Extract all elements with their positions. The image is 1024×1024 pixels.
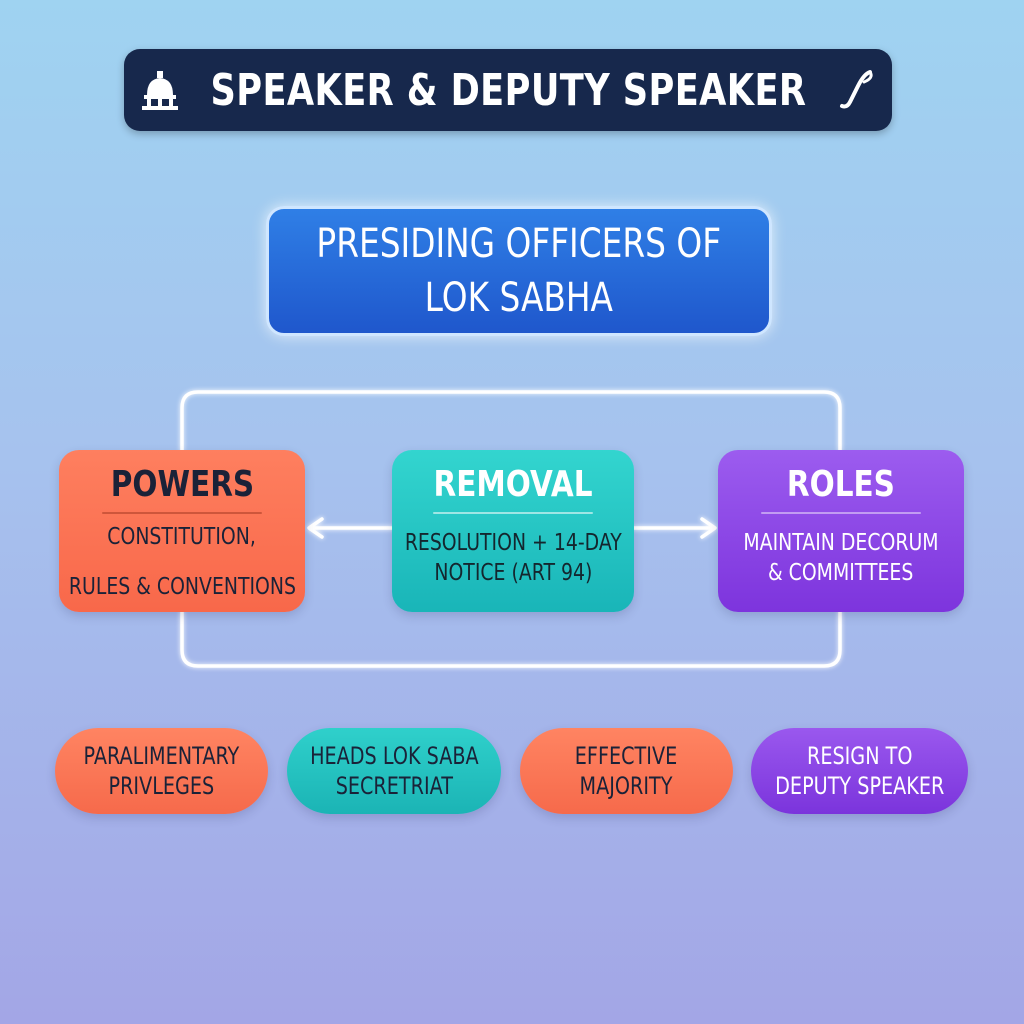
powers-card-line-1: CONSTITUTION, [107, 524, 257, 550]
roles-card: ROLES MAINTAIN DECORUM & COMMITTEES [718, 450, 964, 612]
pill-line-2: MAJORITY [580, 772, 673, 800]
pill-text: RESIGN TO DEPUTY SPEAKER [775, 741, 944, 801]
removal-card-divider [433, 512, 593, 514]
powers-card-title: POWERS [110, 464, 254, 505]
pill-line-1: PARALIMENTARY [83, 742, 240, 770]
pill-line-2: DEPUTY SPEAKER [774, 772, 945, 800]
quill-pen-icon [840, 70, 874, 109]
pill-line-1: HEADS LOK SABA [309, 742, 479, 770]
pill-parliamentary-privileges: PARALIMENTARY PRIVLEGES [55, 728, 268, 814]
roles-card-line-2: & COMMITTEES [768, 560, 914, 586]
powers-card: POWERS CONSTITUTION, RULES & CONVENTIONS [59, 450, 305, 612]
arrowhead-right-icon [700, 517, 717, 539]
removal-card: REMOVAL RESOLUTION + 14-DAY NOTICE (ART … [392, 450, 634, 612]
central-node-line-1: PRESIDING OFFICERS OF [316, 221, 722, 267]
roles-card-divider [761, 512, 921, 514]
pill-effective-majority: EFFECTIVE MAJORITY [520, 728, 733, 814]
parliament-dome-icon [141, 71, 178, 110]
removal-card-line-2: NOTICE (ART 94) [433, 560, 592, 586]
pill-text: PARALIMENTARY PRIVLEGES [84, 741, 240, 801]
title-banner: SPEAKER & DEPUTY SPEAKER [124, 49, 892, 131]
removal-card-title: REMOVAL [433, 464, 593, 505]
removal-card-line-1: RESOLUTION + 14-DAY [404, 530, 622, 556]
pill-text: EFFECTIVE MAJORITY [575, 741, 677, 801]
central-node-line-2: LOK SABHA [424, 275, 614, 321]
pill-resign-to-deputy: RESIGN TO DEPUTY SPEAKER [751, 728, 968, 814]
arrowhead-left-icon [307, 517, 324, 539]
pill-line-2: SECRETRIAT [335, 772, 453, 800]
page-title: SPEAKER & DEPUTY SPEAKER [210, 64, 806, 116]
bottom-frame-line [180, 610, 842, 668]
top-frame-line [180, 390, 842, 452]
pill-text: HEADS LOK SABA SECRETRIAT [310, 741, 479, 801]
pill-line-1: RESIGN TO [806, 742, 913, 770]
central-node: PRESIDING OFFICERS OF LOK SABHA [266, 206, 772, 336]
powers-card-line-2: RULES & CONVENTIONS [68, 574, 296, 600]
powers-card-divider [102, 512, 262, 514]
roles-card-line-1: MAINTAIN DECORUM [743, 530, 939, 556]
pill-line-1: EFFECTIVE [575, 742, 678, 770]
pill-heads-secretariat: HEADS LOK SABA SECRETRIAT [287, 728, 501, 814]
roles-card-title: ROLES [786, 464, 896, 505]
pill-line-2: PRIVLEGES [108, 772, 215, 800]
